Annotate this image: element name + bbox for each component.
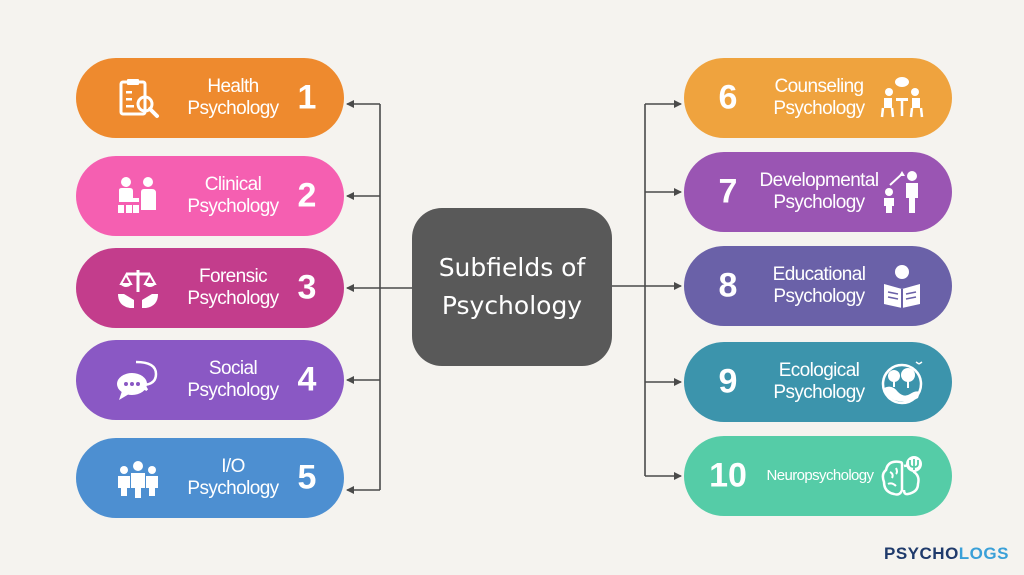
subfield-health-psychology: Health Psychology 1: [76, 58, 344, 138]
subfield-label: Educational Psychology: [772, 264, 866, 307]
child-adult-growth-icon: [878, 168, 926, 216]
subfield-number: 10: [709, 456, 747, 495]
center-node-title: Subfields of Psychology: [412, 208, 612, 366]
subfield-label: Health Psychology: [187, 76, 279, 119]
team-people-icon: [114, 454, 162, 502]
subfield-label: Developmental Psychology: [759, 170, 880, 213]
subfield-label: Forensic Psychology: [187, 266, 279, 309]
subfield-number: 7: [718, 172, 738, 211]
subfield-neuropsychology: 10 Neuropsychology: [684, 436, 952, 516]
subfield-label: Ecological Psychology: [773, 360, 865, 403]
subfield-label: Clinical Psychology: [187, 174, 279, 217]
brand-logo-part1: PSYCHO: [884, 544, 959, 563]
subfield-number: 2: [297, 176, 317, 215]
reading-student-icon: [878, 262, 926, 310]
subfield-number: 5: [297, 458, 317, 497]
subfield-number: 8: [718, 266, 738, 305]
subfield-label: Counseling Psychology: [773, 76, 865, 119]
brand-logo-part2: LOGS: [958, 544, 1009, 563]
subfield-label: I/O Psychology: [187, 456, 279, 499]
subfield-social-psychology: Social Psychology 4: [76, 340, 344, 420]
subfield-label: Neuropsychology: [766, 467, 875, 484]
earth-trees-icon: [878, 358, 926, 406]
subfield-number: 4: [297, 360, 317, 399]
subfield-number: 9: [718, 362, 738, 401]
counseling-chairs-icon: [878, 74, 926, 122]
subfield-clinical-psychology: Clinical Psychology 2: [76, 156, 344, 236]
scales-of-justice-icon: [114, 264, 162, 312]
subfield-counseling-psychology: 6 Counseling Psychology: [684, 58, 952, 138]
brand-logo: PSYCHOLOGS: [884, 544, 1009, 564]
brain-psi-icon: [878, 452, 926, 500]
subfield-number: 3: [297, 268, 317, 307]
subfield-developmental-psychology: 7 Developmental Psychology: [684, 152, 952, 232]
subfield-educational-psychology: 8 Educational Psychology: [684, 246, 952, 326]
subfield-label: Social Psychology: [187, 358, 279, 401]
subfield-io-psychology: I/O Psychology 5: [76, 438, 344, 518]
therapy-session-icon: [114, 172, 162, 220]
subfield-forensic-psychology: Forensic Psychology 3: [76, 248, 344, 328]
subfield-number: 1: [297, 78, 317, 117]
subfield-number: 6: [718, 78, 738, 117]
chat-bubbles-icon: [114, 356, 162, 404]
subfield-ecological-psychology: 9 Ecological Psychology: [684, 342, 952, 422]
clipboard-search-icon: [114, 74, 162, 122]
